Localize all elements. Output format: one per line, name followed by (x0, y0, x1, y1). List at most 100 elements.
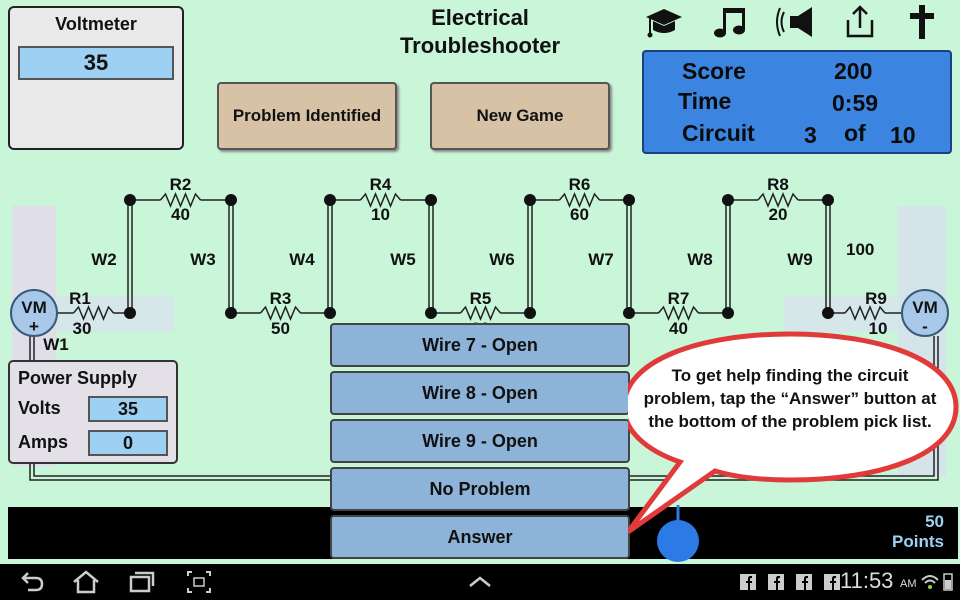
time-label: Time (678, 88, 732, 114)
speaker-sound-icon[interactable] (772, 2, 818, 42)
home-icon[interactable] (70, 564, 102, 600)
wire-label-w2: W2 (91, 250, 117, 269)
circuit-total: 10 (890, 122, 916, 148)
resistor-r3[interactable] (231, 305, 330, 321)
page-title: Electrical Troubleshooter (330, 4, 630, 60)
title-line1: Electrical (431, 5, 529, 30)
music-note-icon[interactable] (710, 2, 750, 42)
volts-value: 35 (88, 396, 168, 422)
resistor-r5[interactable] (431, 305, 530, 321)
amps-value: 0 (88, 430, 168, 456)
vm-left-label: VM (21, 298, 47, 317)
facebook-icon (768, 574, 784, 590)
power-supply-title: Power Supply (18, 368, 138, 388)
facebook-icon (796, 574, 812, 590)
circuit-current: 3 (804, 122, 817, 148)
wire-label-w8: W8 (687, 250, 713, 269)
circuit-node[interactable] (623, 194, 635, 206)
circuit-node[interactable] (324, 194, 336, 206)
screenshot-icon[interactable] (184, 564, 214, 600)
circuit-diagram: R130R240R410R660R820R350R520R740R910W2W3… (10, 175, 949, 481)
back-icon[interactable] (16, 564, 46, 600)
slider-knob[interactable] (657, 520, 699, 562)
voltmeter-value: 35 (18, 46, 174, 80)
problem-option-wire8-open[interactable]: Wire 8 - Open (330, 371, 630, 415)
wire-label-w7: W7 (588, 250, 614, 269)
wire-label-w1: W1 (43, 335, 69, 354)
wire-w2[interactable] (127, 200, 133, 313)
score-label: Score (682, 58, 746, 84)
wire-label-w4: W4 (289, 250, 315, 269)
score-value: 200 (834, 58, 873, 84)
vm-right-label: VM (912, 298, 938, 317)
notification-icons (740, 564, 840, 600)
resistor-value-r4: 10 (371, 205, 390, 224)
points-value: 50 (925, 512, 944, 531)
resistor-value-r1: 30 (73, 319, 92, 338)
share-icon[interactable] (840, 2, 880, 42)
circuit-node[interactable] (425, 307, 437, 319)
wire-w3[interactable] (228, 200, 234, 313)
resistor-value-r3: 50 (271, 319, 290, 338)
resistor-value-r9: 10 (869, 319, 888, 338)
circuit-of: of (844, 120, 866, 146)
vm-left-sign: + (29, 317, 39, 336)
chevron-up-icon[interactable] (466, 564, 494, 600)
circuit-node[interactable] (822, 307, 834, 319)
resistor-label-r7: R7 (668, 289, 690, 308)
circuit-node[interactable] (722, 307, 734, 319)
wire-w7[interactable] (626, 200, 632, 313)
points-label: Points (892, 532, 944, 551)
circuit-node[interactable] (124, 194, 136, 206)
resistor-label-r4: R4 (370, 175, 392, 194)
wire-w5[interactable] (428, 200, 434, 313)
problem-identified-button[interactable]: Problem Identified (217, 82, 397, 150)
circuit-node[interactable] (225, 307, 237, 319)
resistor-label-r5: R5 (470, 289, 492, 308)
circuit-node[interactable] (524, 307, 536, 319)
facebook-icon (824, 574, 840, 590)
wire-w4[interactable] (327, 200, 333, 313)
time-value: 0:59 (832, 90, 879, 116)
score-panel: Score 200 Time 0:59 Circuit 3 of 10 (642, 50, 952, 154)
resistor-value-r2: 40 (171, 205, 190, 224)
answer-button[interactable]: Answer (330, 515, 630, 559)
status-time: 11:53 (840, 568, 894, 593)
amps-label: Amps (18, 432, 69, 452)
problem-option-wire9-open[interactable]: Wire 9 - Open (330, 419, 630, 463)
circuit-node[interactable] (124, 307, 136, 319)
voltmeter-probe-positive[interactable]: VM + (10, 289, 58, 337)
power-supply-panel: Power Supply Volts 35 Amps 0 (8, 360, 178, 464)
problem-option-wire7-open[interactable]: Wire 7 - Open (330, 323, 630, 367)
scroll-slider[interactable] (650, 505, 710, 563)
circuit-node[interactable] (623, 307, 635, 319)
voltmeter-probe-negative[interactable]: VM - (901, 289, 949, 337)
help-callout (628, 331, 959, 535)
problem-option-no-problem[interactable]: No Problem (330, 467, 630, 511)
cross-icon[interactable] (902, 2, 942, 42)
facebook-icon (740, 574, 756, 590)
resistor-r7[interactable] (629, 305, 728, 321)
resistor-label-r8: R8 (767, 175, 789, 194)
wire-label-w3: W3 (190, 250, 216, 269)
callout-text: To get help finding the circuit problem,… (643, 366, 937, 431)
graduation-cap-icon[interactable] (644, 2, 684, 42)
circuit-node[interactable] (324, 307, 336, 319)
circuit-label: Circuit (682, 120, 755, 146)
circuit-node[interactable] (425, 194, 437, 206)
circuit-node[interactable] (524, 194, 536, 206)
wire-w8[interactable] (725, 200, 731, 313)
system-nav-bar: 11:53 AM (0, 564, 960, 600)
voltmeter-panel: Voltmeter 35 (8, 6, 184, 150)
wire-label-w5: W5 (390, 250, 416, 269)
wire-w9[interactable] (825, 200, 831, 313)
vm-right-sign: - (922, 317, 928, 336)
recent-apps-icon[interactable] (126, 564, 158, 600)
volts-label: Volts (18, 398, 61, 418)
new-game-button[interactable]: New Game (430, 82, 610, 150)
circuit-node[interactable] (225, 194, 237, 206)
circuit-node[interactable] (722, 194, 734, 206)
wire-w6[interactable] (527, 200, 533, 313)
resistor-value-r6: 60 (570, 205, 589, 224)
circuit-node[interactable] (822, 194, 834, 206)
